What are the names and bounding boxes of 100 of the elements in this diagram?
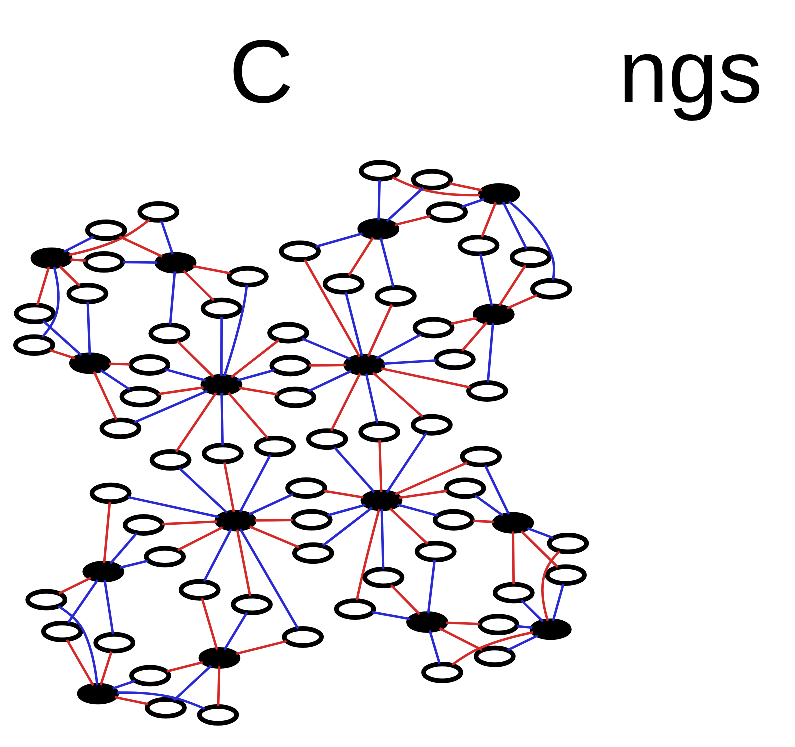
- connector: [236, 530, 252, 596]
- node-dumbbell: [492, 512, 534, 534]
- connector: [394, 215, 431, 226]
- node-dumbbell: [178, 579, 221, 601]
- node-dumbbell: [202, 442, 244, 464]
- connector: [42, 266, 60, 338]
- connector: [427, 560, 436, 614]
- connector: [239, 454, 272, 513]
- connector: [508, 200, 556, 281]
- connector: [486, 323, 494, 383]
- node-dumbbell: [69, 352, 112, 374]
- node-dumbbell: [444, 478, 486, 500]
- connector: [93, 371, 118, 420]
- connector: [120, 560, 148, 569]
- connector: [389, 508, 428, 545]
- node-dumbbell: [322, 273, 365, 295]
- node-dumbbell: [254, 436, 296, 458]
- connector: [178, 467, 228, 514]
- node-dumbbell: [344, 354, 386, 376]
- node-dumbbell: [422, 662, 464, 684]
- connector: [381, 368, 471, 389]
- node-dumbbell: [458, 234, 500, 256]
- connector: [182, 270, 215, 302]
- connector: [520, 530, 559, 568]
- connector: [128, 496, 220, 518]
- node-dumbbell: [360, 490, 403, 512]
- node-dumbbell: [85, 220, 128, 242]
- connector: [473, 520, 495, 524]
- node-dumbbell: [510, 246, 552, 268]
- node-dumbbell: [472, 304, 515, 326]
- connector: [224, 612, 248, 651]
- node-dumbbell: [414, 541, 457, 562]
- connector: [104, 580, 114, 634]
- connector: [220, 393, 224, 446]
- node-dumbbell: [154, 252, 197, 274]
- connector: [395, 462, 468, 496]
- connector: [502, 202, 528, 250]
- connector: [228, 392, 269, 440]
- node-dumbbell: [406, 612, 448, 634]
- connector: [527, 527, 554, 540]
- node-dumbbell: [66, 283, 109, 305]
- connector: [240, 528, 300, 630]
- connector: [36, 266, 50, 306]
- node-dumbbell: [268, 322, 310, 344]
- node-dumbbell: [460, 446, 502, 468]
- connector: [302, 338, 352, 360]
- connector: [517, 625, 533, 630]
- node-dumbbell: [198, 648, 241, 669]
- connector: [166, 661, 204, 673]
- node-dumbbell: [145, 697, 187, 719]
- connector: [506, 294, 538, 310]
- connector: [386, 432, 428, 494]
- connector: [119, 236, 163, 258]
- node-dumbbell: [123, 514, 165, 536]
- connector: [239, 386, 278, 396]
- connector: [50, 349, 76, 360]
- node-dumbbell: [434, 348, 476, 370]
- connector: [316, 232, 364, 248]
- connector: [230, 339, 280, 378]
- node-dumbbell: [30, 248, 73, 270]
- connector: [386, 187, 424, 222]
- connector: [217, 666, 221, 706]
- label: ngs: [618, 21, 763, 122]
- connector: [378, 440, 383, 492]
- connector: [42, 320, 82, 357]
- node-dumbbell: [82, 561, 125, 583]
- node-dumbbell: [282, 626, 324, 648]
- node-dumbbell: [100, 418, 142, 440]
- node-dumbbell: [227, 266, 269, 288]
- node-dumbbell: [545, 564, 588, 586]
- connector: [334, 446, 376, 494]
- connector: [308, 370, 352, 392]
- connector: [356, 509, 381, 601]
- connector: [223, 285, 248, 377]
- connector: [328, 504, 366, 517]
- node-dumbbell: [412, 317, 455, 339]
- connector: [450, 317, 478, 326]
- node-dumbbell: [292, 542, 334, 564]
- connector: [428, 630, 441, 664]
- connector: [115, 696, 148, 706]
- connector: [220, 317, 224, 376]
- connector: [498, 264, 527, 307]
- connector: [103, 502, 112, 564]
- connector: [237, 369, 276, 382]
- node-dumbbell: [359, 160, 401, 182]
- node-dumbbell: [466, 380, 508, 402]
- node-dumbbell: [478, 183, 520, 205]
- node-dumbbell: [128, 354, 171, 376]
- connector: [310, 364, 346, 367]
- connector: [376, 334, 422, 360]
- connector: [158, 386, 204, 396]
- connector: [70, 258, 86, 262]
- node-dumbbell: [26, 589, 68, 611]
- connector: [380, 238, 395, 288]
- node-dumbbell: [362, 566, 405, 588]
- node-dumbbell: [150, 450, 192, 471]
- connector: [175, 392, 218, 453]
- connector: [330, 373, 362, 432]
- connector: [507, 634, 538, 652]
- node-dumbbell: [279, 240, 322, 262]
